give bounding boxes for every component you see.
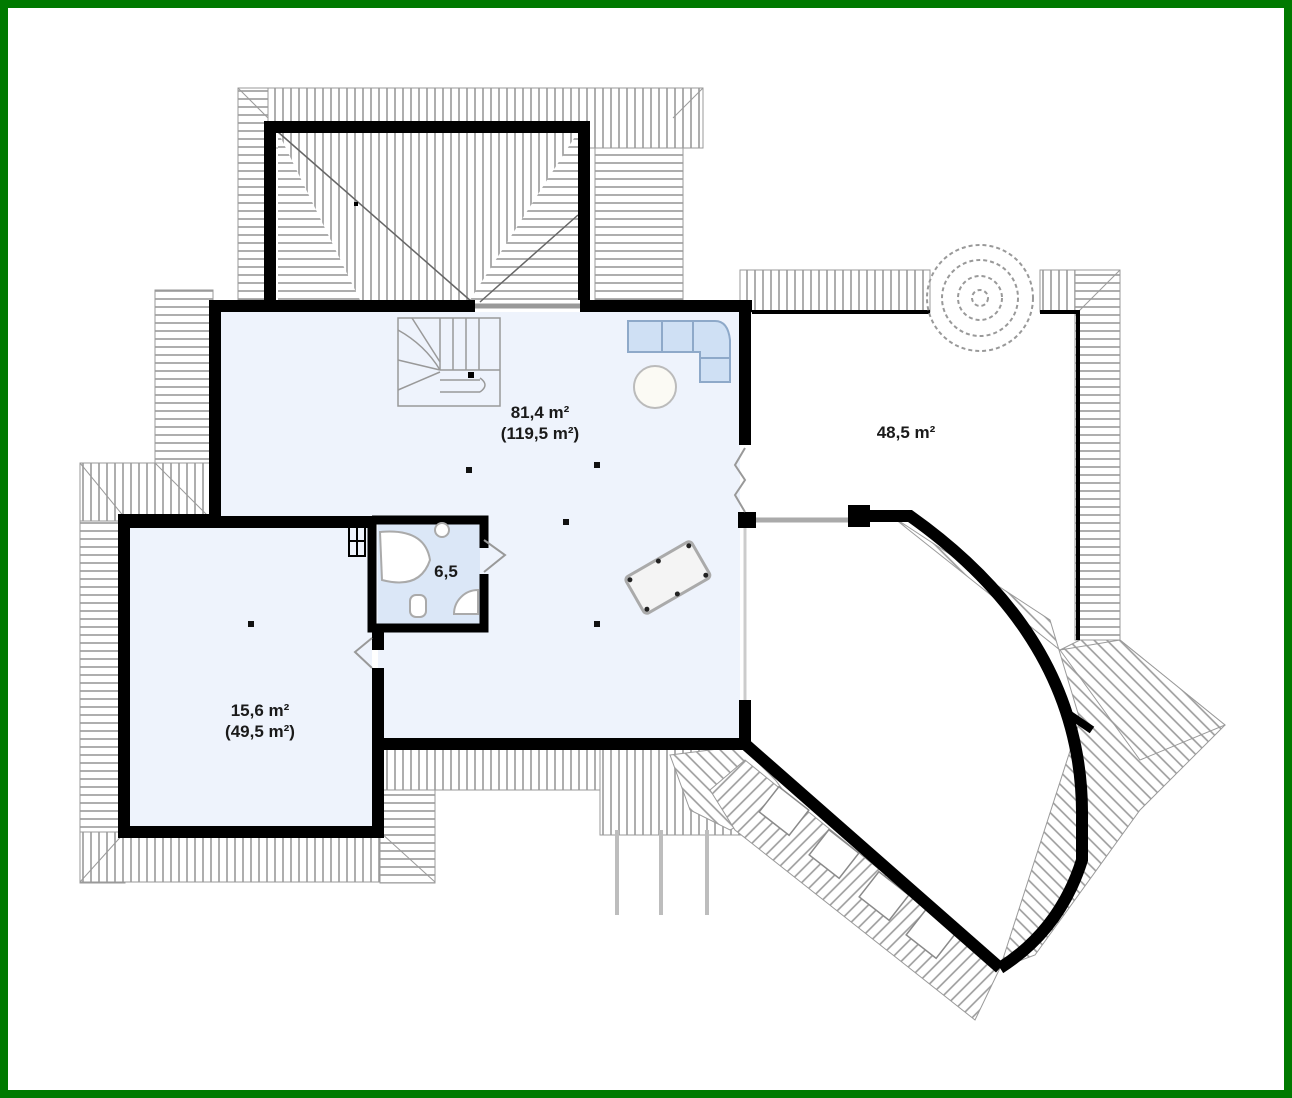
room-label-left-room: 15,6 m² (49,5 m²) — [225, 700, 295, 743]
round-table — [633, 365, 677, 409]
doors — [353, 303, 747, 669]
bathroom-fixtures — [378, 522, 479, 618]
left-room-area: 15,6 m² — [230, 701, 290, 720]
room-label-bathroom: 6,5 — [434, 561, 458, 582]
left-room-gross-area: (49,5 m²) — [225, 722, 295, 742]
pool-table — [624, 540, 712, 615]
upper-roof-gable — [277, 131, 579, 303]
room-label-main-hall: 81,4 m² (119,5 m²) — [501, 402, 579, 445]
round-fountain — [926, 244, 1034, 352]
room-label-terrace: 48,5 m² — [877, 422, 936, 443]
staircase — [397, 317, 501, 407]
bathroom-area: 6,5 — [434, 562, 458, 581]
column-markers — [248, 462, 600, 627]
walls — [118, 121, 1004, 973]
main-hall-area: 81,4 m² — [510, 403, 570, 422]
bathroom-walls — [367, 515, 489, 633]
terrace-area: 48,5 m² — [876, 423, 936, 442]
main-hall-gross-area: (119,5 m²) — [500, 424, 580, 444]
corner-sofa — [627, 320, 731, 383]
